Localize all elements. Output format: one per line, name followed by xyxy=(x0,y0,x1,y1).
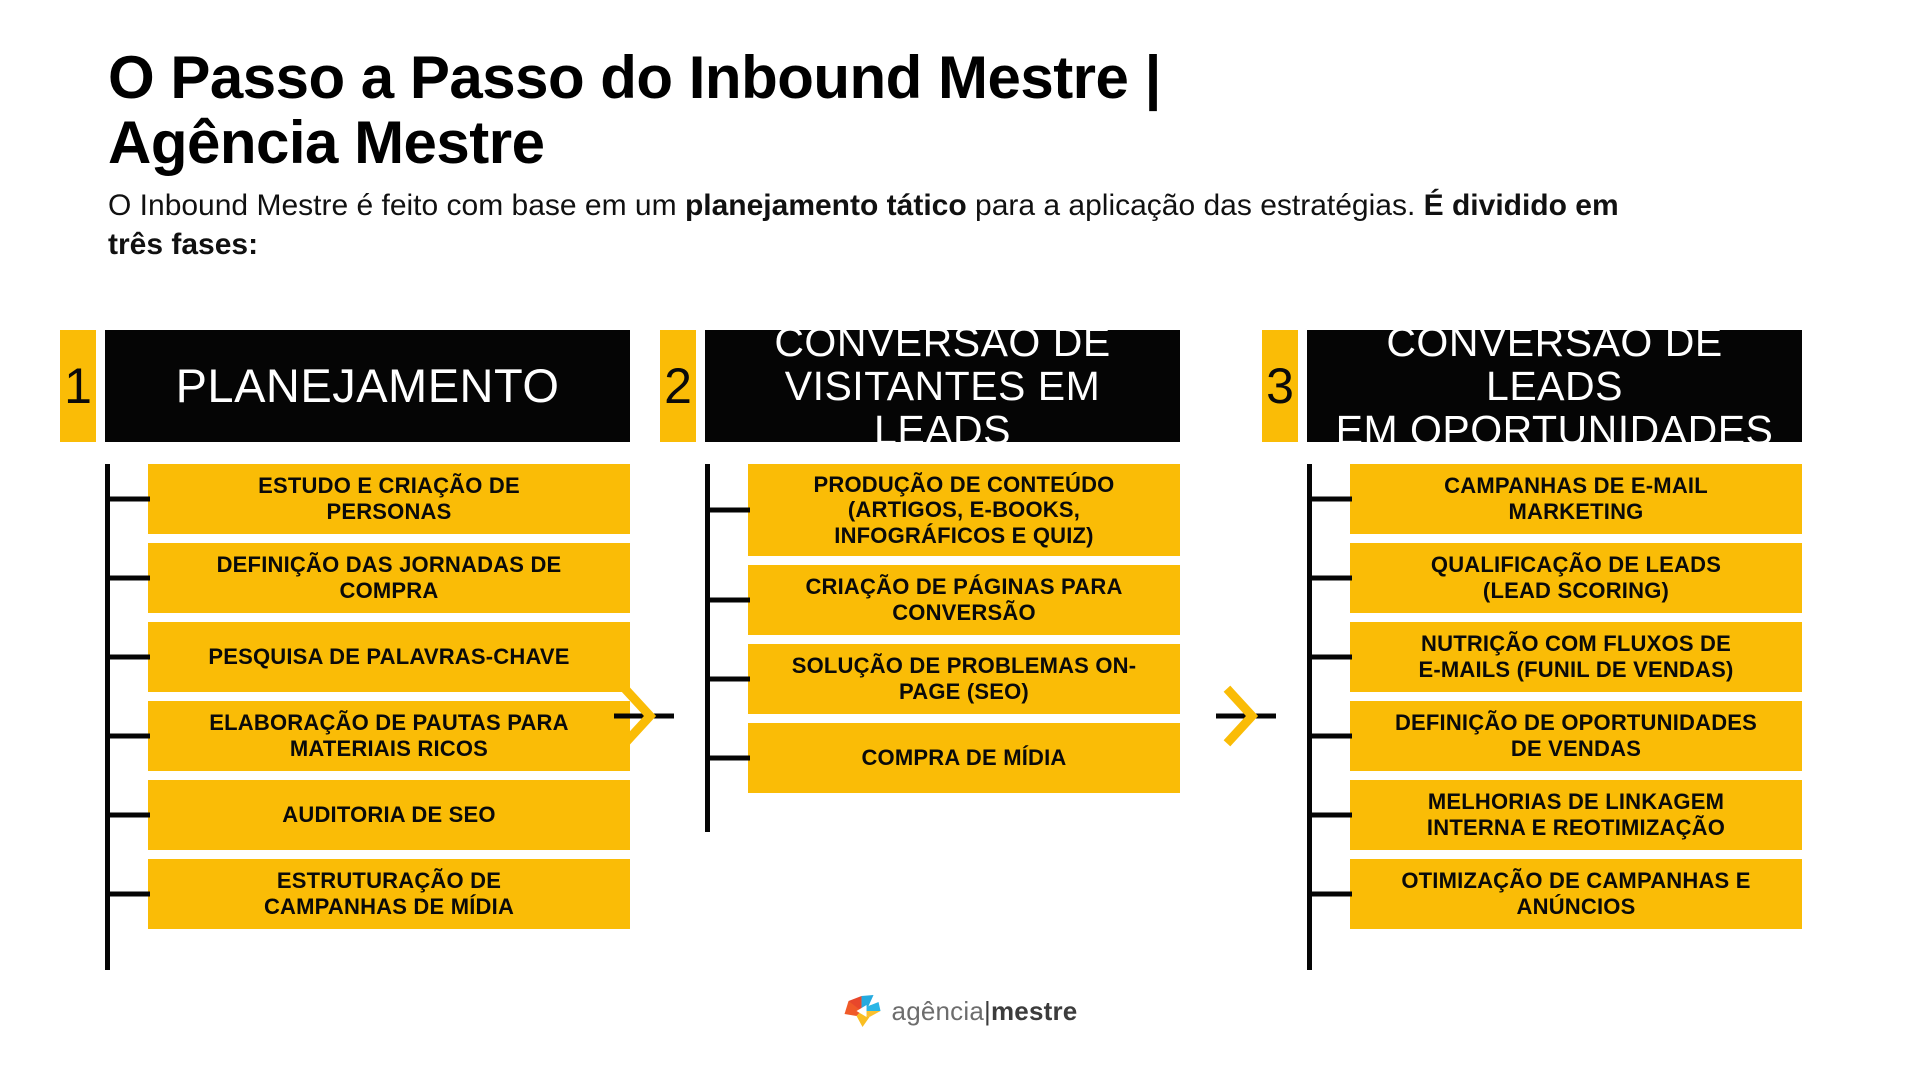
list-item[interactable]: DEFINIÇÃO DAS JORNADAS DE COMPRA xyxy=(60,543,630,613)
list-item[interactable]: MELHORIAS DE LINKAGEM INTERNA E REOTIMIZ… xyxy=(1262,780,1802,850)
phase-2-item-3[interactable]: SOLUÇÃO DE PROBLEMAS ON- PAGE (SEO) xyxy=(748,644,1180,714)
logo-text-separator: | xyxy=(984,995,991,1026)
branch-stem xyxy=(105,575,150,581)
logo-text-bold: mestre xyxy=(990,995,1078,1026)
list-item[interactable]: ESTUDO E CRIAÇÃO DE PERSONAS xyxy=(60,464,630,534)
phase-3-header[interactable]: 3 CONVERSÃO DE LEADS EM OPORTUNIDADES xyxy=(1262,319,1802,452)
list-item[interactable]: PESQUISA DE PALAVRAS-CHAVE xyxy=(60,622,630,692)
branch-stem xyxy=(105,812,150,818)
phase-connector-1 xyxy=(614,660,674,772)
phase-1-trunk xyxy=(105,464,110,970)
phase-2-header[interactable]: 2 CONVERSÃO DE VISITANTES EM LEADS xyxy=(660,319,1180,452)
branch-stem xyxy=(105,891,150,897)
list-item[interactable]: COMPRA DE MÍDIA xyxy=(660,723,1180,793)
logo-text-light: agência xyxy=(891,995,985,1026)
phase-3: 3 CONVERSÃO DE LEADS EM OPORTUNIDADES CA… xyxy=(1262,319,1802,1010)
phase-1-branches: ESTUDO E CRIAÇÃO DE PERSONAS DEFINIÇÃO D… xyxy=(60,464,630,1010)
list-item[interactable]: NUTRIÇÃO COM FLUXOS DE E-MAILS (FUNIL DE… xyxy=(1262,622,1802,692)
phase-connector-2 xyxy=(1216,660,1276,772)
subtitle-emphasis-1: planejamento tático xyxy=(684,188,967,222)
list-item[interactable]: DEFINIÇÃO DE OPORTUNIDADES DE VENDAS xyxy=(1262,701,1802,771)
list-item[interactable]: ESTRUTURAÇÃO DE CAMPANHAS DE MÍDIA xyxy=(60,859,630,929)
phase-1-item-4[interactable]: ELABORAÇÃO DE PAUTAS PARA MATERIAIS RICO… xyxy=(148,701,630,771)
list-item[interactable]: AUDITORIA DE SEO xyxy=(60,780,630,850)
subtitle-emphasis-2: É dividido em três fases: xyxy=(108,188,1619,261)
page-subtitle: O Inbound Mestre é feito com base em um … xyxy=(108,186,1668,264)
phase-3-trunk xyxy=(1307,464,1312,970)
branch-stem xyxy=(1307,733,1352,739)
phase-3-item-3[interactable]: NUTRIÇÃO COM FLUXOS DE E-MAILS (FUNIL DE… xyxy=(1350,622,1802,692)
phase-3-item-5[interactable]: MELHORIAS DE LINKAGEM INTERNA E REOTIMIZ… xyxy=(1350,780,1802,850)
list-item[interactable]: PRODUÇÃO DE CONTEÚDO (ARTIGOS, E-BOOKS, … xyxy=(660,464,1180,556)
header-block: O Passo a Passo do Inbound Mestre | Agên… xyxy=(108,44,1708,264)
branch-stem xyxy=(705,507,750,513)
phase-2-item-1[interactable]: PRODUÇÃO DE CONTEÚDO (ARTIGOS, E-BOOKS, … xyxy=(748,464,1180,556)
phase-1-item-5[interactable]: AUDITORIA DE SEO xyxy=(148,780,630,850)
phase-3-title: CONVERSÃO DE LEADS EM OPORTUNIDADES xyxy=(1307,319,1802,452)
subtitle-text-1: O Inbound Mestre é feito com base em um xyxy=(108,188,685,222)
phase-1-number: 1 xyxy=(60,330,96,442)
agencia-mestre-logo: agência|mestre xyxy=(843,992,1078,1030)
phase-1-item-3[interactable]: PESQUISA DE PALAVRAS-CHAVE xyxy=(148,622,630,692)
phase-3-item-2[interactable]: QUALIFICAÇÃO DE LEADS (LEAD SCORING) xyxy=(1350,543,1802,613)
branch-stem xyxy=(1307,496,1352,502)
phase-2-item-2[interactable]: CRIAÇÃO DE PÁGINAS PARA CONVERSÃO xyxy=(748,565,1180,635)
phase-3-item-1[interactable]: CAMPANHAS DE E-MAIL MARKETING xyxy=(1350,464,1802,534)
branch-stem xyxy=(1307,654,1352,660)
phase-3-number: 3 xyxy=(1262,330,1298,442)
phase-2-title: CONVERSÃO DE VISITANTES EM LEADS xyxy=(705,319,1180,452)
list-item[interactable]: CAMPANHAS DE E-MAIL MARKETING xyxy=(1262,464,1802,534)
branch-stem xyxy=(705,597,750,603)
list-item[interactable]: OTIMIZAÇÃO DE CAMPANHAS E ANÚNCIOS xyxy=(1262,859,1802,929)
subtitle-text-2: para a aplicação das estratégias. xyxy=(966,188,1424,222)
phase-3-item-6[interactable]: OTIMIZAÇÃO DE CAMPANHAS E ANÚNCIOS xyxy=(1350,859,1802,929)
agencia-mestre-pinwheel-icon xyxy=(844,995,881,1027)
phase-2-branches: PRODUÇÃO DE CONTEÚDO (ARTIGOS, E-BOOKS, … xyxy=(660,464,1180,884)
phases-flow: 1 PLANEJAMENTO ESTUDO E CRIAÇÃO DE PERSO… xyxy=(0,319,1920,990)
branch-stem xyxy=(105,654,150,660)
branch-stem xyxy=(1307,812,1352,818)
logo-wordmark: agência|mestre xyxy=(892,996,1078,1027)
phase-1-item-2[interactable]: DEFINIÇÃO DAS JORNADAS DE COMPRA xyxy=(148,543,630,613)
branch-stem xyxy=(1307,575,1352,581)
phase-1-header[interactable]: 1 PLANEJAMENTO xyxy=(60,330,630,442)
phase-2-item-4[interactable]: COMPRA DE MÍDIA xyxy=(748,723,1180,793)
phase-2-number: 2 xyxy=(660,330,696,442)
branch-stem xyxy=(105,733,150,739)
phase-1-title: PLANEJAMENTO xyxy=(105,330,630,442)
list-item[interactable]: SOLUÇÃO DE PROBLEMAS ON- PAGE (SEO) xyxy=(660,644,1180,714)
branch-stem xyxy=(1307,891,1352,897)
list-item[interactable]: CRIAÇÃO DE PÁGINAS PARA CONVERSÃO xyxy=(660,565,1180,635)
phase-1-item-1[interactable]: ESTUDO E CRIAÇÃO DE PERSONAS xyxy=(148,464,630,534)
phase-1-item-6[interactable]: ESTRUTURAÇÃO DE CAMPANHAS DE MÍDIA xyxy=(148,859,630,929)
phase-3-branches: CAMPANHAS DE E-MAIL MARKETING QUALIFICAÇ… xyxy=(1262,464,1802,1010)
branch-stem xyxy=(705,676,750,682)
phase-3-item-4[interactable]: DEFINIÇÃO DE OPORTUNIDADES DE VENDAS xyxy=(1350,701,1802,771)
phase-2: 2 CONVERSÃO DE VISITANTES EM LEADS PRODU… xyxy=(660,319,1180,884)
list-item[interactable]: ELABORAÇÃO DE PAUTAS PARA MATERIAIS RICO… xyxy=(60,701,630,771)
branch-stem xyxy=(105,496,150,502)
page-title: O Passo a Passo do Inbound Mestre | Agên… xyxy=(108,44,1161,176)
branch-stem xyxy=(705,755,750,761)
list-item[interactable]: QUALIFICAÇÃO DE LEADS (LEAD SCORING) xyxy=(1262,543,1802,613)
phase-2-trunk xyxy=(705,464,710,832)
phase-1: 1 PLANEJAMENTO ESTUDO E CRIAÇÃO DE PERSO… xyxy=(60,330,630,1010)
